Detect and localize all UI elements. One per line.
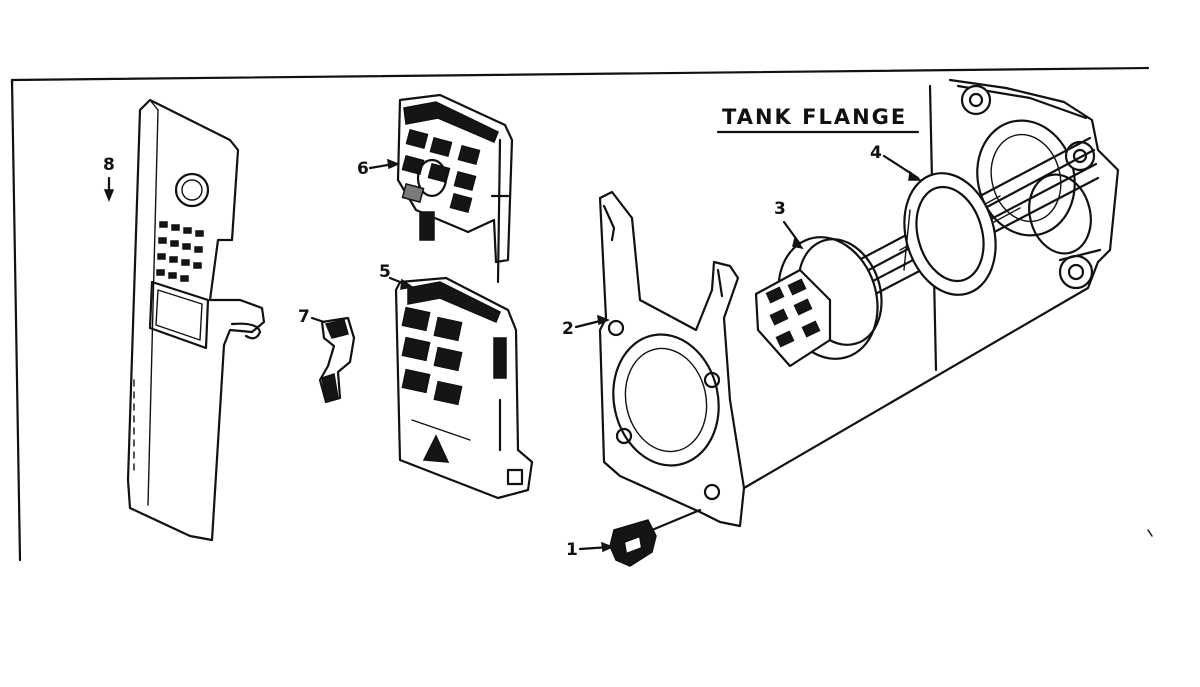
callout-8-label: 8 [103, 155, 115, 175]
vent-slots [156, 221, 204, 282]
callout-1: 1 [566, 540, 614, 560]
part-5-lower-thermostat [394, 276, 534, 500]
callout-8: 8 [103, 155, 115, 203]
diagram-frame [10, 66, 1150, 562]
callout-6-label: 6 [357, 159, 369, 179]
callout-1-label: 1 [566, 540, 578, 560]
section-title: TANK FLANGE [722, 105, 907, 129]
callout-3-label: 3 [774, 199, 786, 219]
callout-5: 5 [379, 262, 414, 290]
section-title-tank-flange: TANK FLANGE [716, 105, 920, 134]
callout-7: 7 [298, 307, 326, 327]
stray-mark [1147, 529, 1153, 537]
callout-4: 4 [870, 143, 923, 181]
callout-6: 6 [357, 158, 400, 179]
part-8-access-cover [126, 98, 266, 542]
part-7-clip [318, 316, 356, 404]
part-3-element-head [754, 236, 883, 368]
callout-7-label: 7 [298, 307, 310, 327]
part-2-bracket [598, 190, 746, 528]
part-1-screw [609, 508, 702, 567]
part-4-gasket [903, 172, 997, 296]
callout-2: 2 [562, 314, 610, 339]
callout-5-label: 5 [379, 262, 391, 282]
callout-2-label: 2 [562, 319, 574, 339]
part-6-upper-thermostat [396, 93, 514, 284]
callout-4-label: 4 [870, 143, 882, 163]
callout-3: 3 [774, 199, 804, 250]
